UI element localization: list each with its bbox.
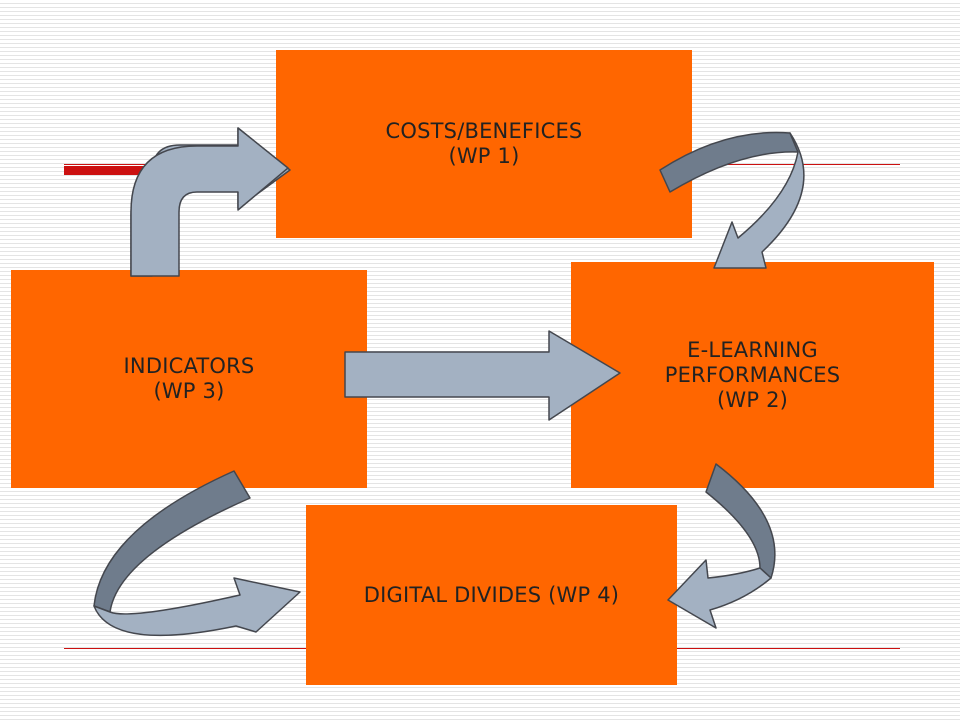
digital-divides-box-title: DIGITAL DIVIDES (WP 4): [363, 582, 620, 607]
straight-arrow-indicators-to-elearning: [344, 330, 621, 421]
elearning-box-wp: (WP 2): [716, 387, 789, 412]
curved-arrow-costs-to-elearning: [659, 131, 805, 269]
costs-benefices-box: COSTS/BENEFICES (WP 1): [276, 50, 692, 238]
indicators-box-title: INDICATORS: [123, 354, 255, 378]
curved-arrow-elearning-to-digital: [667, 463, 776, 629]
elearning-performances-box: E-LEARNING PERFORMANCES (WP 2): [571, 262, 934, 488]
elearning-box-title-line1: E-LEARNING: [687, 337, 818, 362]
costs-box-wp: (WP 1): [448, 144, 520, 168]
costs-box-title: COSTS/BENEFICES: [385, 119, 583, 143]
indicators-box: INDICATORS (WP 3): [11, 270, 367, 488]
title-accent-bar: [64, 166, 164, 175]
elearning-box-title-line2: PERFORMANCES: [664, 362, 841, 387]
indicators-box-wp: (WP 3): [153, 379, 225, 403]
digital-divides-box: DIGITAL DIVIDES (WP 4): [306, 505, 677, 685]
bent-arrow-indicators-to-costs: [130, 127, 291, 277]
curved-arrow-indicators-to-digital: [93, 470, 301, 637]
